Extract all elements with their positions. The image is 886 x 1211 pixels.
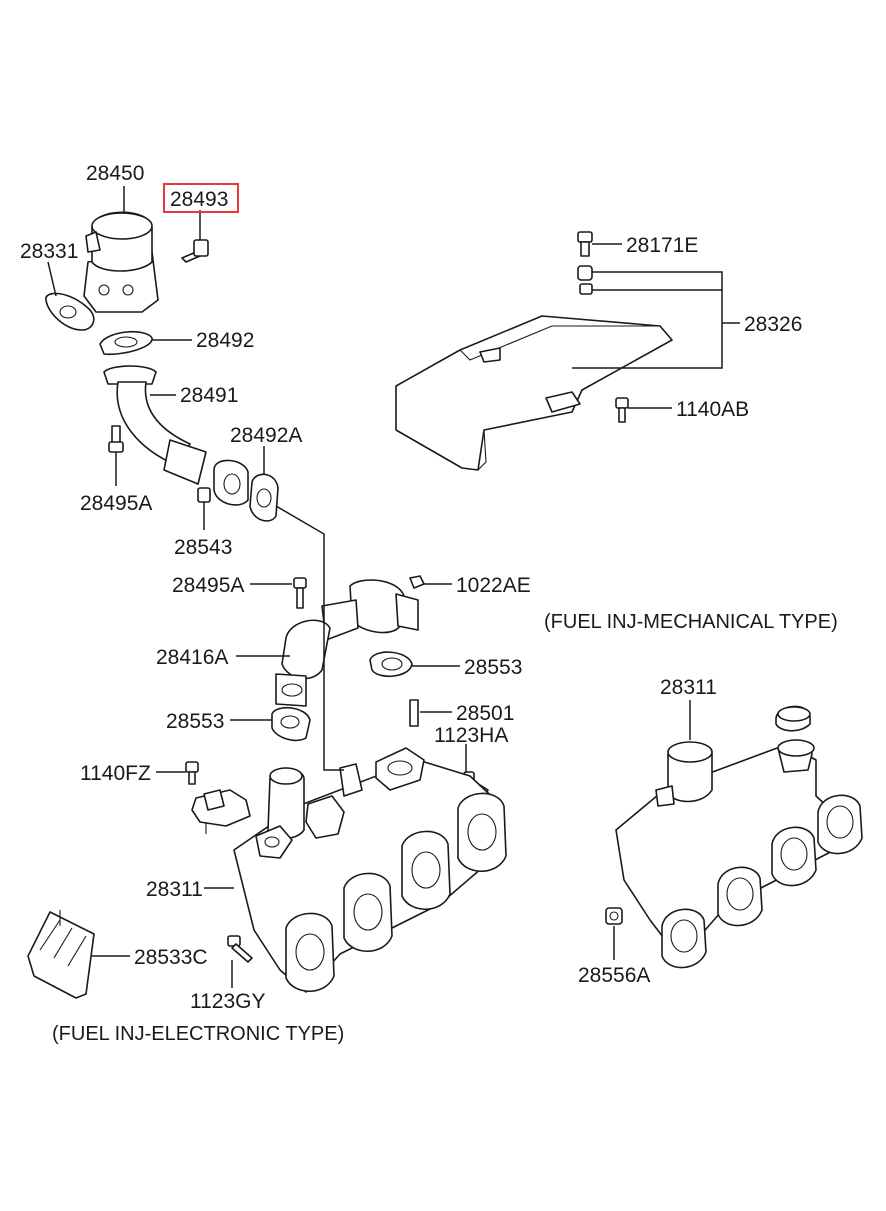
nut-1022AE[interactable] [409, 575, 425, 589]
gasket-28553-right[interactable] [369, 651, 413, 677]
label-28311-electronic[interactable]: 28311 [146, 878, 203, 901]
label-1022AE[interactable]: 1022AE [456, 574, 531, 597]
bolt-1140FZ[interactable] [185, 761, 199, 785]
bolt-28171E[interactable] [577, 231, 593, 257]
egr-bolt-28493[interactable] [181, 239, 209, 263]
caption-electronic-type: (FUEL INJ-ELECTRONIC TYPE) [52, 1023, 344, 1045]
label-28416A[interactable]: 28416A [156, 646, 228, 669]
gasket-28492[interactable] [99, 330, 153, 356]
label-1123HA[interactable]: 1123HA [434, 724, 508, 747]
label-28492A[interactable]: 28492A [230, 424, 302, 447]
label-1140AB[interactable]: 1140AB [676, 398, 749, 421]
egr-tube-28416A[interactable] [275, 579, 419, 707]
label-28331[interactable]: 28331 [20, 240, 78, 263]
label-28556A[interactable]: 28556A [578, 964, 650, 987]
stud-28501[interactable] [409, 699, 419, 727]
label-28493[interactable]: 28493 [170, 188, 228, 211]
label-28553-left[interactable]: 28553 [166, 710, 224, 733]
bolt-28495A-upper[interactable] [108, 425, 124, 453]
bolt-28495A-lower[interactable] [293, 577, 307, 609]
label-28501[interactable]: 28501 [456, 702, 514, 725]
label-28311-mechanical[interactable]: 28311 [660, 676, 717, 699]
label-28553-right[interactable]: 28553 [464, 656, 522, 679]
label-28450[interactable]: 28450 [86, 162, 144, 185]
label-1123GY[interactable]: 1123GY [190, 990, 266, 1013]
gasket-28553-left[interactable] [271, 707, 311, 742]
egr-valve[interactable] [83, 211, 159, 313]
sensor-bracket[interactable] [191, 789, 251, 834]
bolt-1140AB[interactable] [615, 397, 629, 423]
leader-lines [47, 186, 740, 988]
nut-28556A[interactable] [605, 907, 623, 925]
exhaust-manifold-electronic[interactable] [233, 747, 507, 993]
egr-pipe-28491[interactable] [103, 365, 249, 506]
label-1140FZ[interactable]: 1140FZ [80, 762, 151, 785]
label-28326[interactable]: 28326 [744, 313, 802, 336]
label-28533C[interactable]: 28533C [134, 946, 208, 969]
label-28495A-lower[interactable]: 28495A [172, 574, 244, 597]
heat-shield-28533C[interactable] [27, 910, 95, 999]
exhaust-manifold-mechanical[interactable] [615, 705, 863, 969]
highlight-box-28493 [163, 183, 239, 213]
label-28543[interactable]: 28543 [174, 536, 232, 559]
washer-28326[interactable] [577, 265, 593, 295]
gasket-28492A[interactable] [249, 473, 279, 522]
egr-gasket-28331[interactable] [45, 292, 95, 331]
label-28495A-upper[interactable]: 28495A [80, 492, 152, 515]
label-28492[interactable]: 28492 [196, 329, 254, 352]
label-28491[interactable]: 28491 [180, 384, 238, 407]
label-28171E[interactable]: 28171E [626, 234, 698, 257]
bolt-1123GY[interactable] [227, 935, 253, 963]
nut-28543[interactable] [197, 487, 211, 503]
caption-mechanical-type: (FUEL INJ-MECHANICAL TYPE) [544, 611, 838, 633]
part-labels: 28450 28493 28331 28492 28491 28492A 284… [20, 162, 802, 1013]
heat-protector-28326[interactable] [395, 315, 673, 471]
